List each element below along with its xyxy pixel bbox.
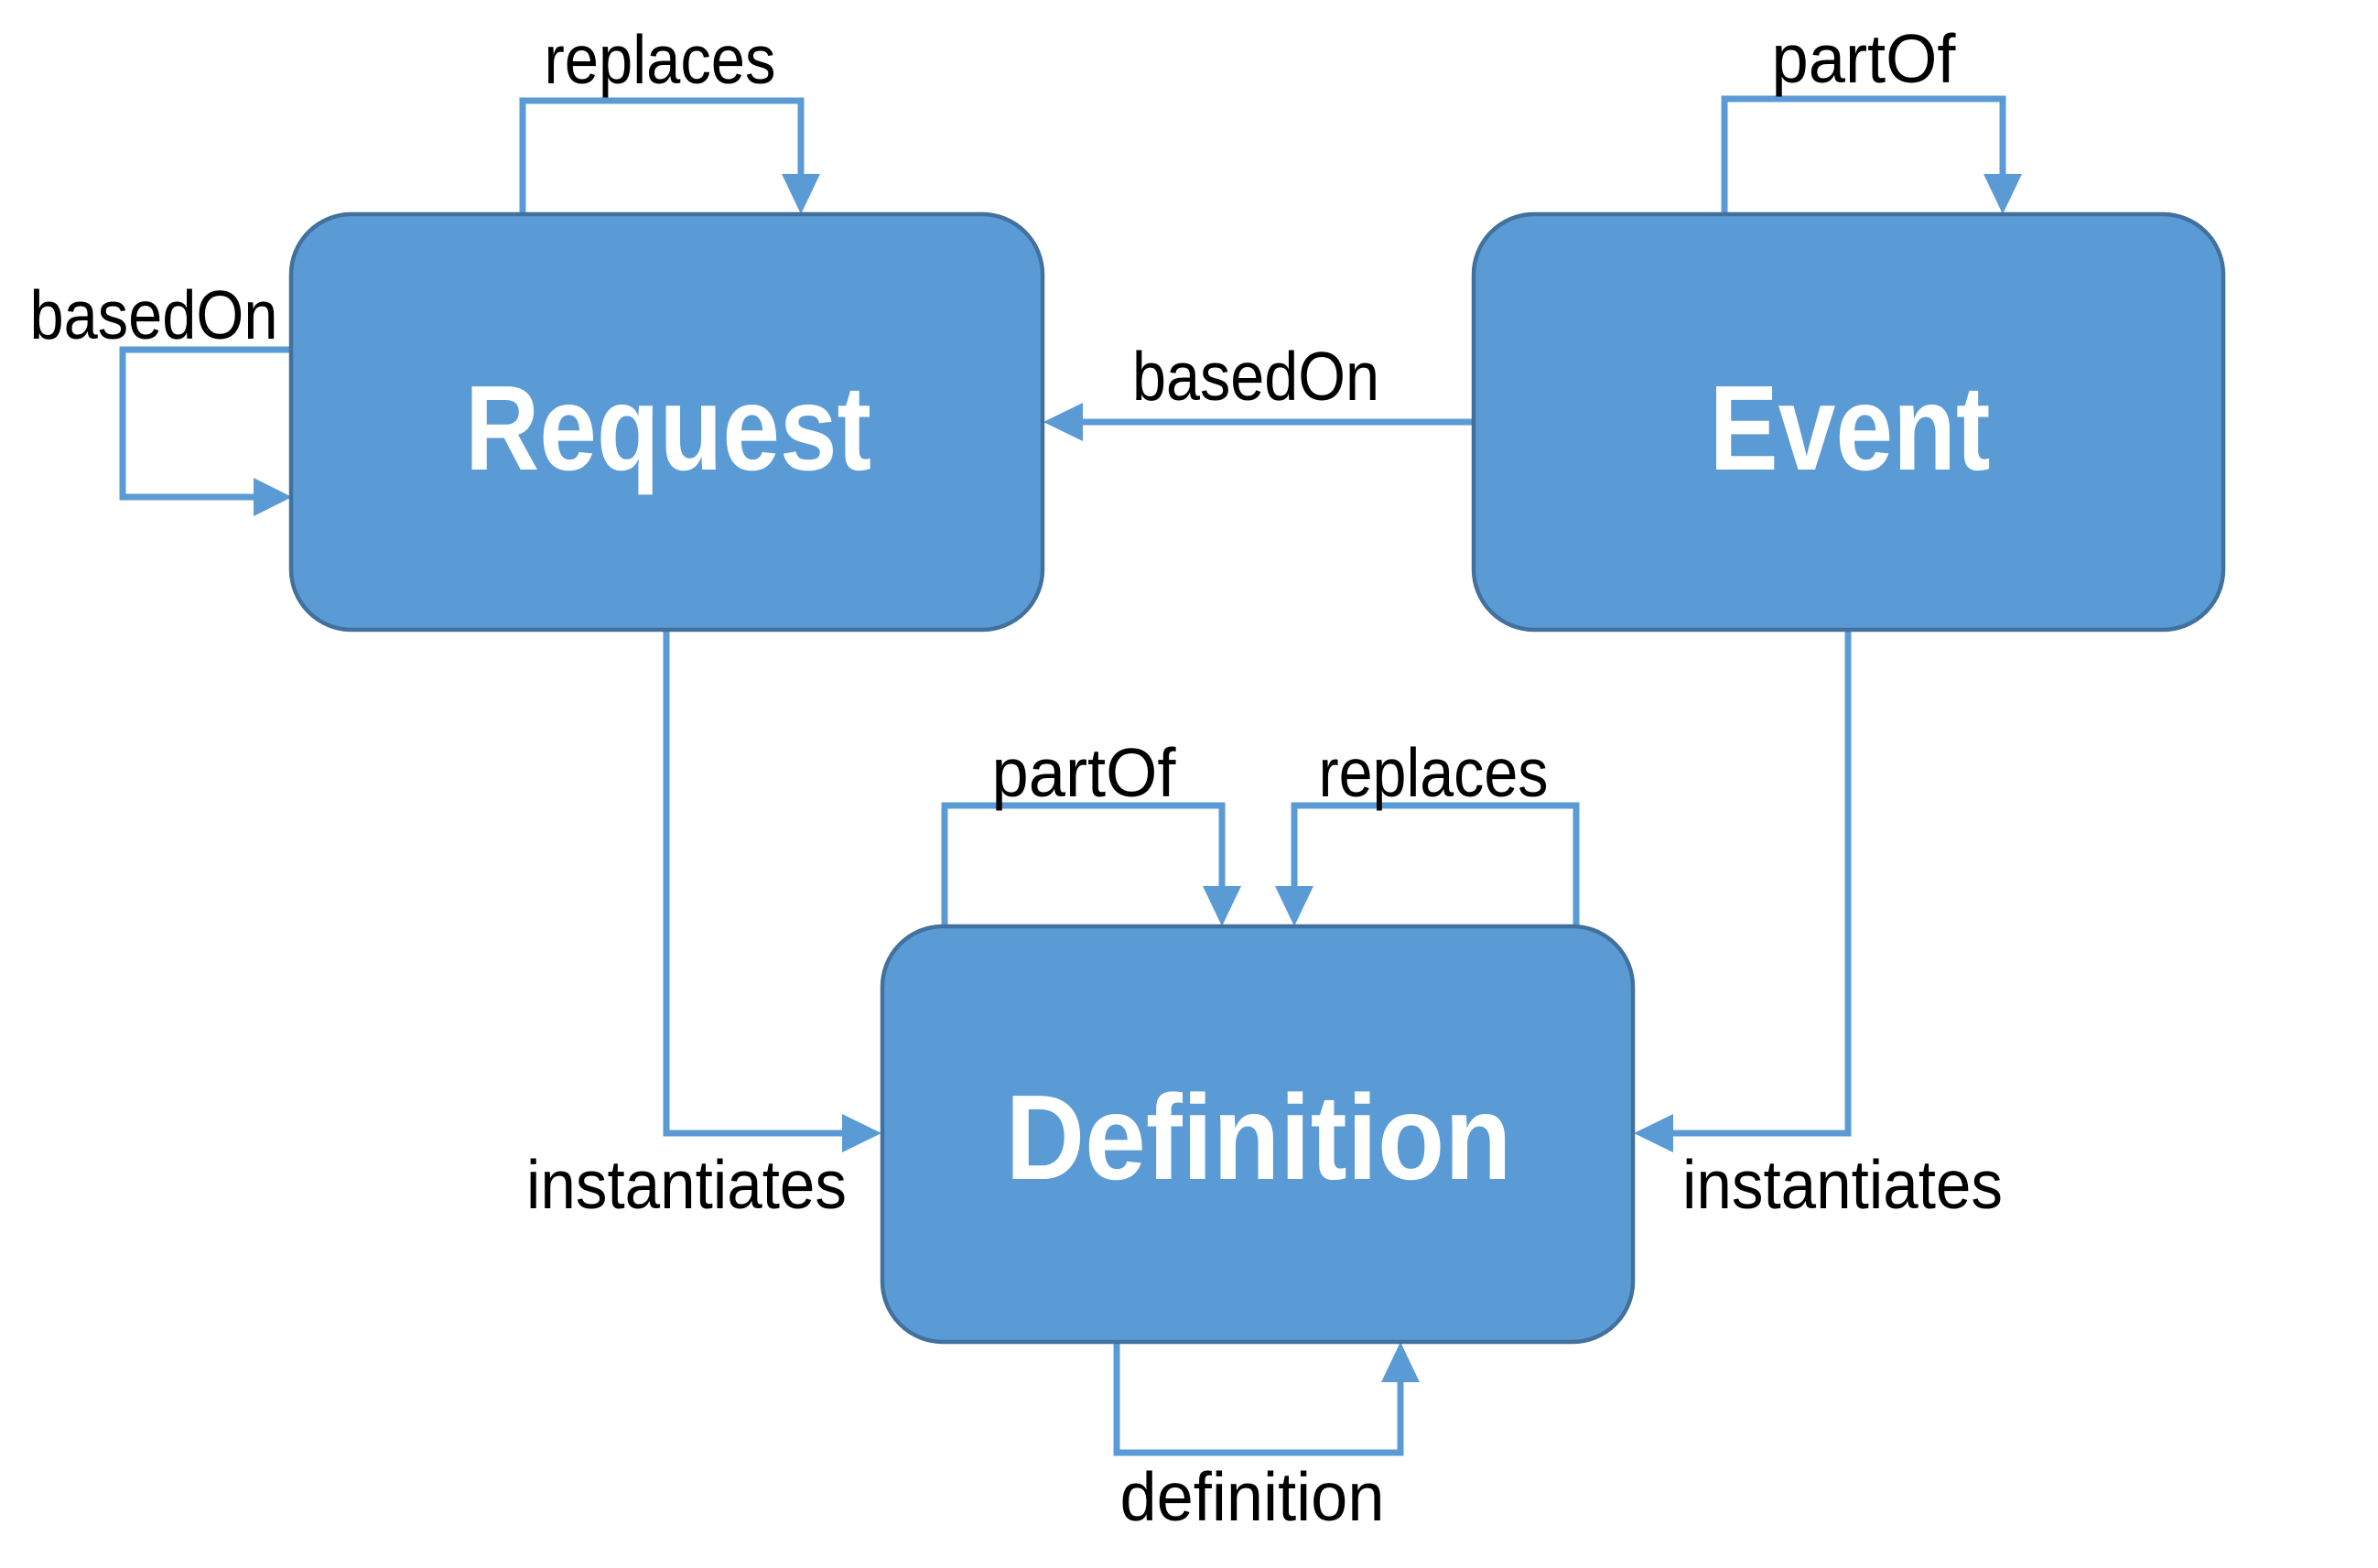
svg-text:Definition: Definition [1006, 1070, 1512, 1205]
svg-text:Event: Event [1710, 361, 1991, 495]
svg-text:Request: Request [465, 361, 871, 495]
svg-text:partOf: partOf [992, 734, 1176, 811]
svg-text:instantiates: instantiates [1682, 1146, 2003, 1223]
svg-text:replaces: replaces [1319, 734, 1549, 811]
svg-text:instantiates: instantiates [526, 1146, 847, 1223]
svg-text:replaces: replaces [545, 21, 776, 98]
svg-text:definition: definition [1120, 1458, 1385, 1535]
svg-text:basedOn: basedOn [30, 276, 278, 353]
svg-text:basedOn: basedOn [1132, 338, 1379, 415]
svg-text:partOf: partOf [1772, 20, 1956, 97]
